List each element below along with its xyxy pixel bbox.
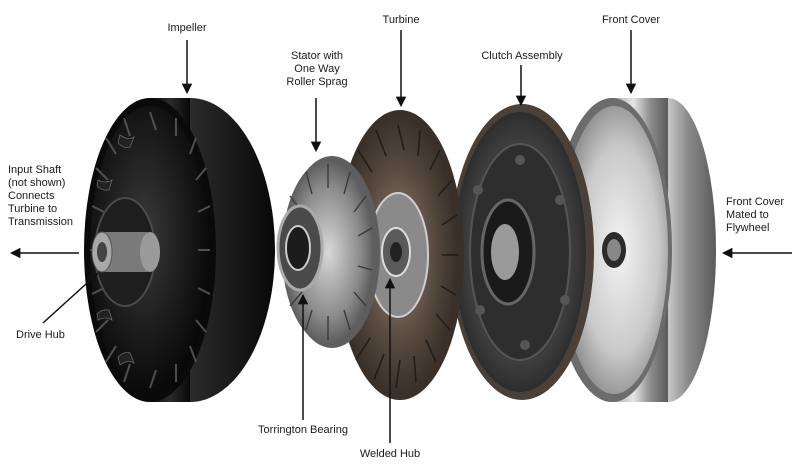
label-input-shaft: Input Shaft (not shown) Connects Turbine… <box>8 164 88 229</box>
label-impeller: Impeller <box>167 22 207 34</box>
turbine-part <box>336 110 464 400</box>
label-turbine: Turbine <box>382 14 420 26</box>
label-input-shaft-line-2: (not shown) <box>8 177 66 189</box>
label-front-cover-mated: Front Cover Mated to Flywheel <box>726 196 796 235</box>
label-torrington-bearing: Torrington Bearing <box>258 424 348 436</box>
label-front-cover-mated-line-2: Mated to <box>726 209 769 221</box>
label-stator-line-1: Stator with <box>291 50 343 62</box>
label-input-shaft-line-4: Turbine to <box>8 203 58 215</box>
clutch-assembly-part <box>450 104 594 400</box>
stator-part <box>276 156 380 348</box>
label-input-shaft-line-1: Input Shaft <box>8 164 62 176</box>
label-drive-hub: Drive Hub <box>16 329 65 341</box>
label-front-cover-mated-line-3: Flywheel <box>726 222 770 234</box>
label-stator: Stator with One Way Roller Sprag <box>282 50 352 89</box>
impeller-part <box>84 98 275 402</box>
label-input-shaft-line-5: Transmission <box>8 216 73 228</box>
drive-hub-pointer <box>42 272 99 324</box>
label-welded-hub: Welded Hub <box>359 448 421 460</box>
label-front-cover: Front Cover <box>601 14 661 26</box>
label-clutch-assembly: Clutch Assembly <box>481 50 563 62</box>
label-stator-line-2: One Way <box>294 63 340 75</box>
label-stator-line-3: Roller Sprag <box>286 76 348 88</box>
pointer-lines <box>9 30 792 443</box>
label-front-cover-mated-line-1: Front Cover <box>726 196 785 208</box>
label-input-shaft-line-3: Connects <box>8 190 55 202</box>
